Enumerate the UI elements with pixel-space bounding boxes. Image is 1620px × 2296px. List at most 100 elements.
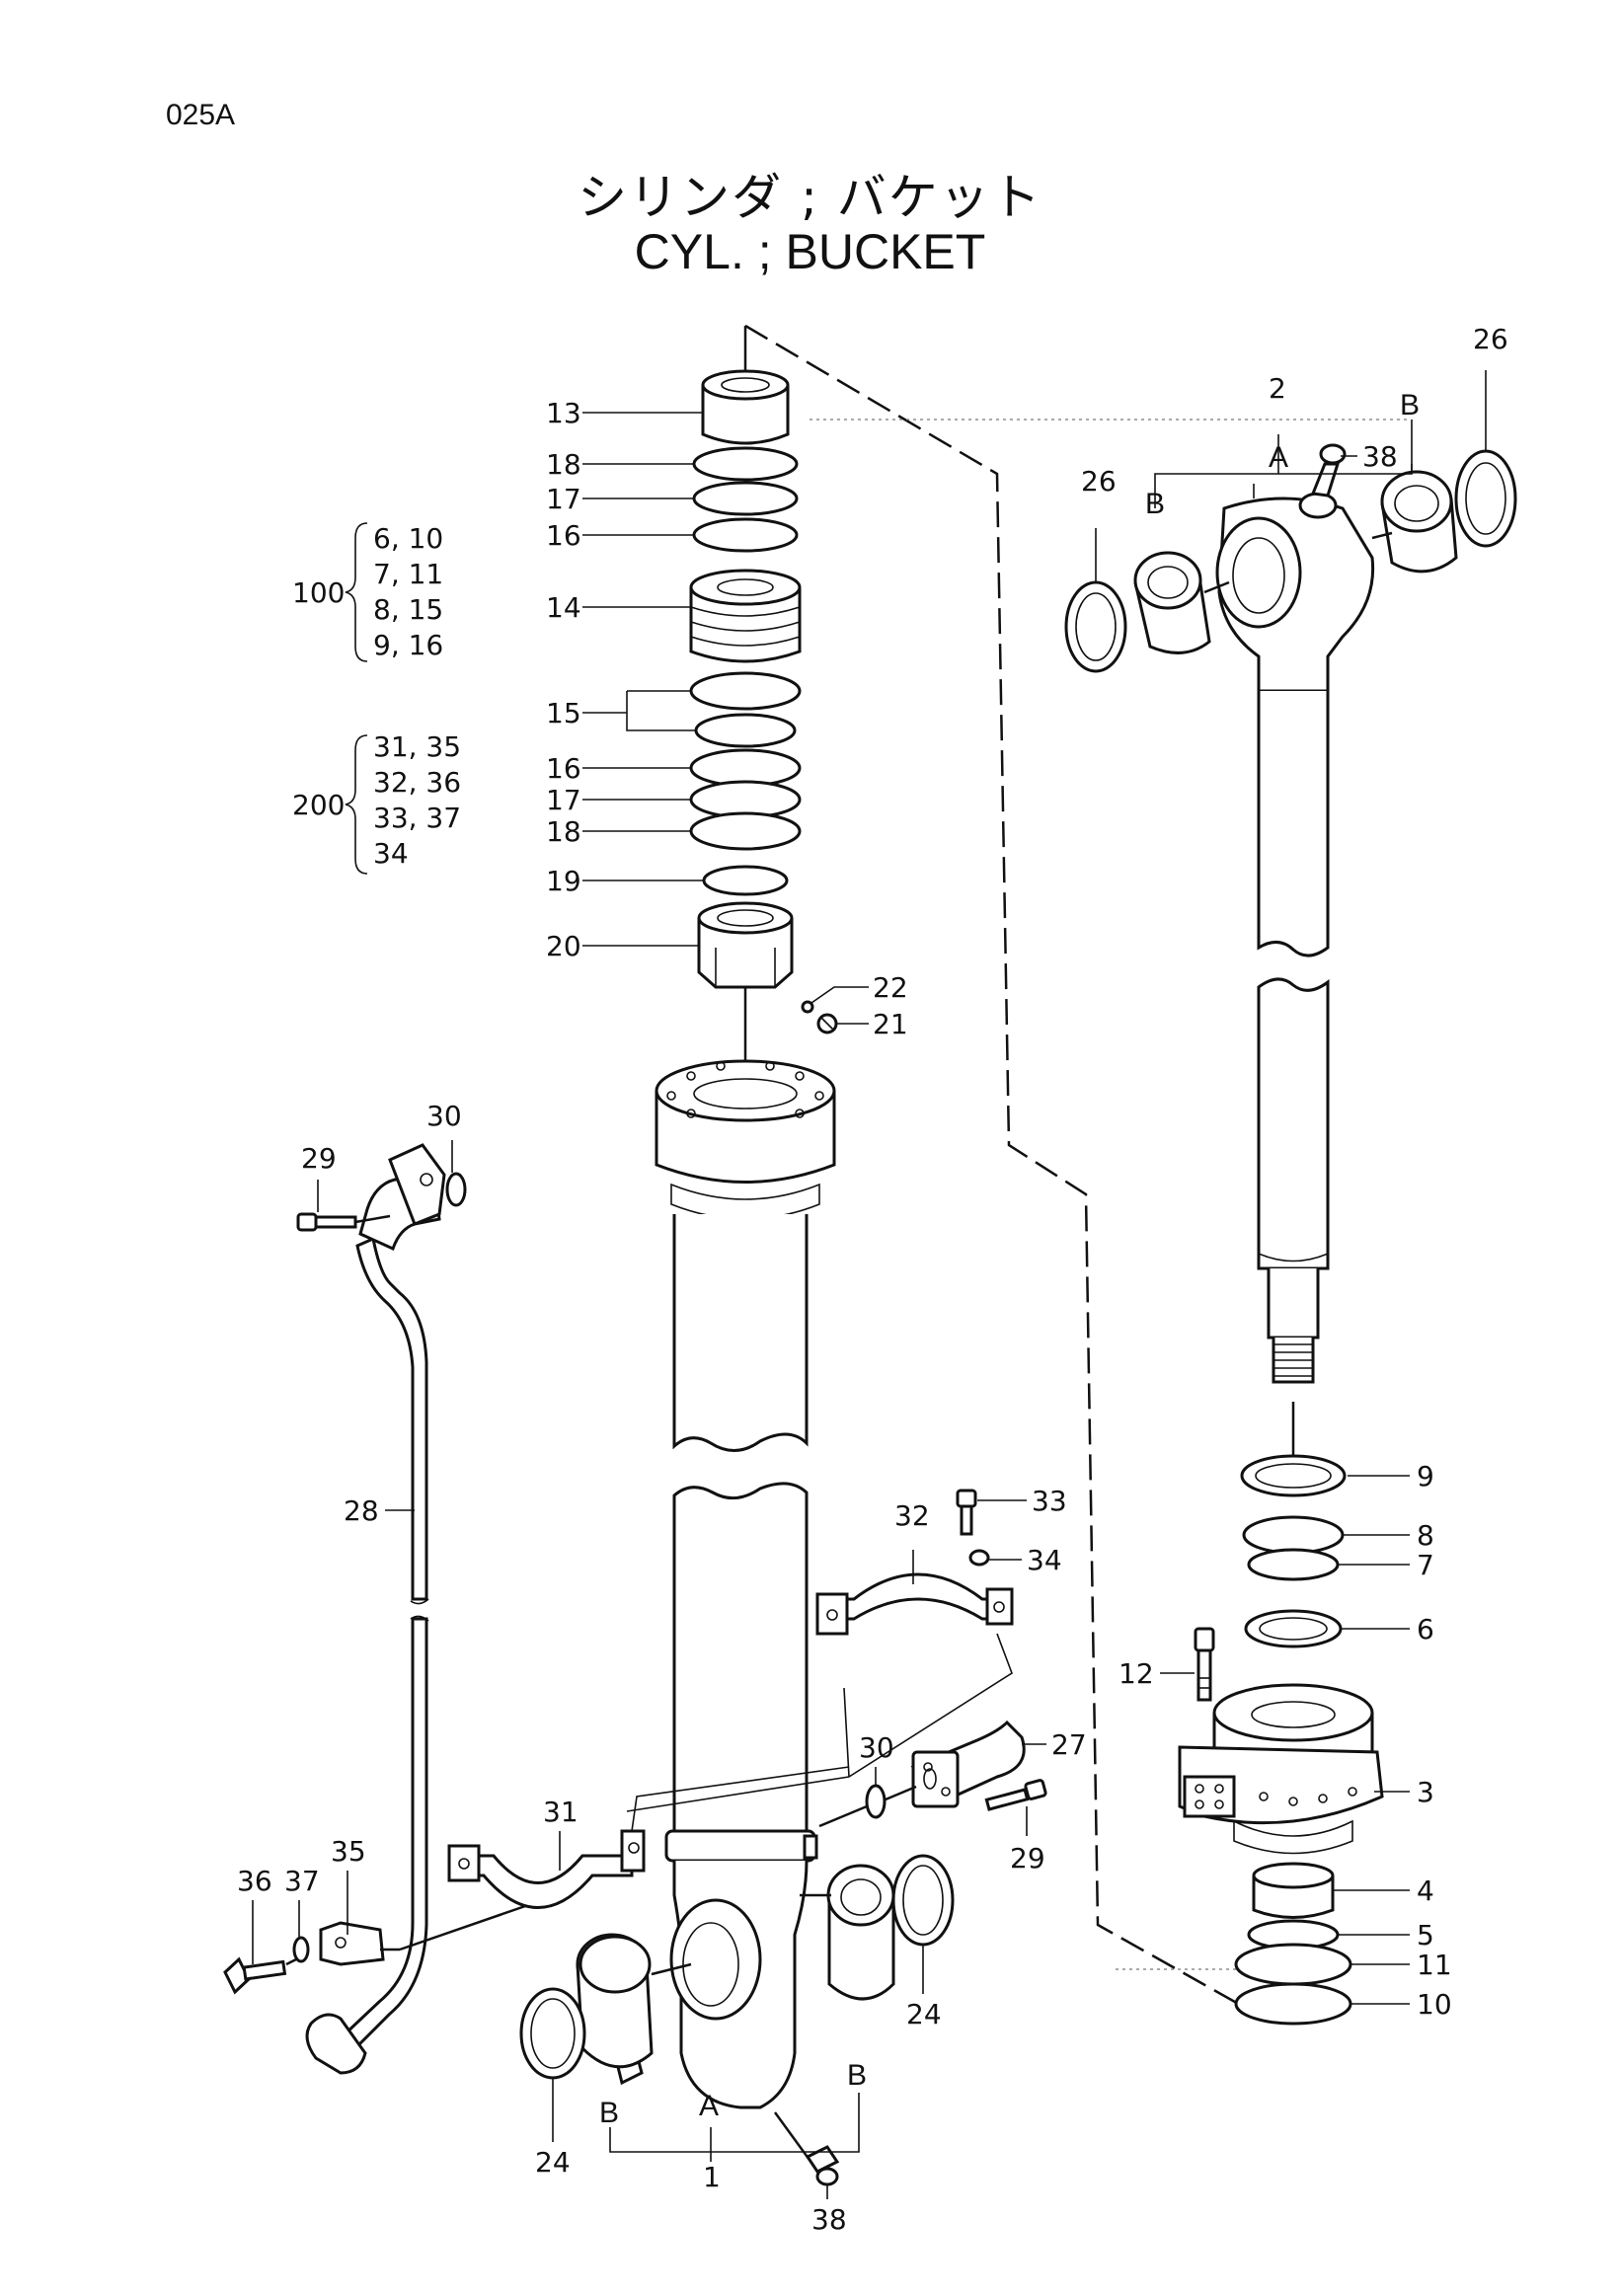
set-100-row-3: 8, 15 (373, 593, 443, 626)
callout-11: 11 (1417, 1949, 1452, 1981)
letter-b-tube-left: B (599, 2097, 619, 2129)
callout-29-upper: 29 (301, 1142, 337, 1175)
pipe-elbow-upper (358, 1143, 446, 1252)
callout-17-lower: 17 (546, 784, 581, 816)
part-36-bolt (223, 1956, 287, 1995)
letter-a-rod: A (1269, 441, 1288, 474)
callout-35: 35 (331, 1835, 366, 1868)
part-28-pipe (305, 1236, 429, 2075)
part-34-washer (968, 1549, 990, 1567)
set-200-row-3: 33, 37 (373, 802, 461, 834)
callout-27: 27 (1051, 1728, 1087, 1761)
callout-12: 12 (1119, 1657, 1154, 1690)
part-18-ring-lower (689, 811, 802, 851)
callout-26-right: 26 (1473, 323, 1508, 355)
part-19-ring (702, 865, 789, 896)
callout-26-left: 26 (1081, 465, 1117, 497)
set-100-label: 100 (292, 576, 345, 609)
callout-17-upper: 17 (546, 483, 581, 515)
part-31-clamp (447, 1829, 646, 1909)
callout-24-right: 24 (906, 1998, 942, 2030)
part-15-ring-a (689, 671, 802, 711)
set-100-row-2: 7, 11 (373, 558, 443, 590)
callout-34: 34 (1027, 1544, 1062, 1576)
part-38-grease-nipple-upper (1310, 443, 1347, 497)
part-9-wiper-ring (1240, 1454, 1347, 1497)
callout-4: 4 (1417, 1875, 1434, 1907)
part-10-ring (1234, 1982, 1352, 2026)
part-6-ring (1244, 1609, 1343, 1648)
set-100-row-4: 9, 16 (373, 629, 443, 661)
rod-bushing-left-b (1133, 551, 1211, 654)
assembly-dashed-line-upper (744, 324, 1274, 2026)
part-18-ring-upper (692, 446, 799, 482)
clamp-link-line (626, 1633, 1013, 1812)
part-13-bushing (701, 369, 790, 445)
tube-bushing-left-b (576, 1933, 654, 2086)
part-21-screw (816, 1013, 838, 1034)
part-20-nut (697, 901, 794, 989)
callout-31: 31 (543, 1796, 579, 1828)
callout-37: 37 (284, 1865, 320, 1897)
rod-bushing-right-b (1380, 470, 1458, 574)
part-15-ring-b (694, 713, 797, 748)
rod-seal-left-26 (1064, 580, 1127, 673)
callout-3: 3 (1417, 1776, 1434, 1808)
callout-38-upper: 38 (1362, 440, 1398, 473)
set-200-group: 200 31, 35 32, 36 33, 37 34 (292, 730, 461, 875)
callout-5: 5 (1417, 1919, 1434, 1952)
callout-38-lower: 38 (811, 2203, 847, 2236)
part-1-cylinder-tube (655, 1059, 836, 2109)
callout-2: 2 (1269, 372, 1286, 405)
part-17-ring-upper (692, 481, 799, 516)
part-3-rod-head (1178, 1683, 1384, 1855)
tube-seal-right-24 (891, 1854, 955, 1947)
letter-a-tube: A (699, 2090, 719, 2122)
callout-15: 15 (546, 697, 581, 729)
callout-28: 28 (344, 1494, 379, 1527)
set-200-brace (345, 734, 368, 875)
part-11-ring (1234, 1943, 1352, 1986)
set-200-row-2: 32, 36 (373, 766, 461, 799)
part-8-seal (1242, 1515, 1345, 1555)
callout-8: 8 (1417, 1519, 1434, 1552)
part-30-oring-upper (445, 1172, 467, 1207)
part-12-bolt (1194, 1627, 1215, 1702)
part-22-ball (801, 1000, 814, 1014)
part-33-bolt (956, 1489, 977, 1536)
part-14-piston (689, 569, 802, 663)
title-japanese: シリンダ ; バケット (578, 169, 1042, 226)
tube-seal-left-24 (519, 1987, 586, 2080)
bracket-rod (1154, 420, 1413, 508)
callout-labels: 13 18 17 16 14 15 16 17 18 19 20 22 21 2… (237, 323, 1508, 2236)
letter-b-rod-right: B (1400, 389, 1420, 421)
callout-22: 22 (873, 971, 908, 1004)
set-200-label: 200 (292, 789, 345, 821)
rod-seal-right-26 (1454, 449, 1517, 548)
part-38-grease-nipple-lower (773, 2111, 840, 2186)
part-30-oring-lower (865, 1784, 887, 1819)
part-29-bolt-lower (984, 1779, 1047, 1811)
callout-19: 19 (546, 865, 581, 897)
callout-21: 21 (873, 1008, 908, 1040)
letter-b-rod-left: B (1145, 488, 1165, 520)
callout-9: 9 (1417, 1460, 1434, 1492)
set-200-row-4: 34 (373, 837, 409, 870)
part-16-ring-upper (692, 517, 799, 553)
callout-1: 1 (703, 2161, 721, 2193)
part-27-elbow (910, 1720, 1026, 1808)
callout-33: 33 (1032, 1485, 1067, 1517)
part-2-piston-rod (1215, 492, 1375, 1384)
callout-30-upper: 30 (426, 1100, 462, 1132)
callout-30-lower: 30 (859, 1731, 894, 1764)
position-letters: A B B A B B (599, 389, 1420, 2129)
callout-20: 20 (546, 930, 581, 962)
piston-stack (689, 326, 838, 1061)
part-4-bushing (1252, 1862, 1335, 1919)
callout-36: 36 (237, 1865, 272, 1897)
callout-18-upper: 18 (546, 448, 581, 481)
part-32-clamp (815, 1572, 1014, 1636)
callout-18-lower: 18 (546, 815, 581, 848)
title-english: CYL. ; BUCKET (634, 224, 986, 279)
